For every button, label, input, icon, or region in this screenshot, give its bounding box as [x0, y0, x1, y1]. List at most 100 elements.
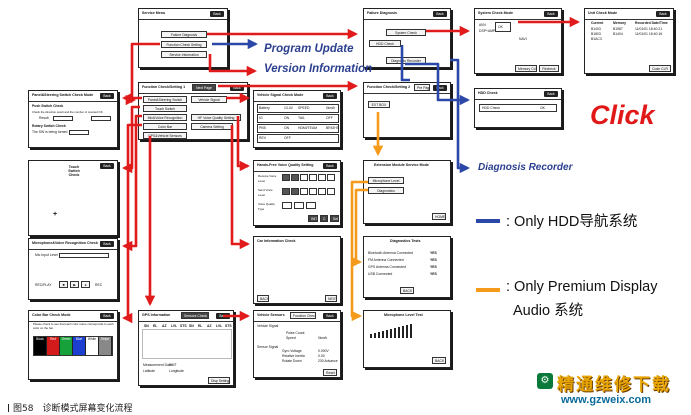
vehicle-signal-row	[257, 104, 339, 113]
camera-setting-button[interactable]: Camera Setting	[191, 123, 233, 130]
vs-pulse-count-label: Pulse Count	[286, 331, 305, 335]
panel-switch-back-button[interactable]: Back	[100, 93, 114, 99]
service-information-button[interactable]: Service Information	[161, 51, 207, 58]
color-swatch: Stripe	[99, 337, 112, 355]
mic-voice-recognition-button[interactable]: Mic&Voice Recognition	[143, 114, 187, 121]
car-info-title: Car Information Check	[257, 239, 296, 243]
legend-blue-line	[476, 219, 500, 223]
car-info-next-button[interactable]: NEXT	[325, 295, 337, 302]
unit-row-1-current: B1403	[591, 27, 601, 31]
unit-row-2-memory: B1404	[613, 32, 623, 36]
watermark-text: 精通维修下载	[557, 375, 671, 395]
handsfree-back-button[interactable]: Back	[323, 163, 337, 169]
hdd-check-back-button[interactable]: Back	[544, 91, 558, 97]
hdd-check-button[interactable]: HDD Check	[369, 40, 401, 47]
failure-diagnosis-button[interactable]: Failure Diagnosis	[161, 31, 207, 38]
divider	[29, 321, 117, 322]
unit-header-current: Current	[591, 21, 604, 25]
record-button[interactable]: ●	[81, 281, 90, 288]
unit-check-back-button[interactable]: Back	[656, 11, 670, 17]
touch-switch-button[interactable]: Touch Switch	[143, 105, 187, 112]
code-clear-button[interactable]: Code CLR	[649, 65, 671, 72]
c-button[interactable]: C	[320, 215, 328, 222]
color-bar-back-button[interactable]: Back	[100, 313, 114, 319]
unit-header-recorded: Recorded Date/Time	[635, 21, 668, 25]
level-cell	[291, 188, 299, 195]
color-swatch: Red	[47, 337, 60, 355]
mic-level-back-button[interactable]: BACK	[432, 357, 446, 364]
sensors-check-tab[interactable]: Sensors Check	[181, 312, 209, 319]
diag-test-value: YES	[430, 265, 437, 269]
vs-sensor-signal-label: Sensor Signal	[257, 345, 279, 349]
divider	[364, 93, 450, 94]
unit-check-title: Unit Check Mode	[588, 11, 618, 15]
mic-level-meter	[368, 327, 414, 337]
level-cell	[318, 174, 326, 181]
handsfree-voice-screen: Hands-Free Voice Quality Setting Back Re…	[253, 160, 341, 226]
divider	[29, 101, 117, 102]
system-avn-label[interactable]: AVN	[479, 23, 486, 27]
touch-switch-back-button[interactable]: Back	[100, 163, 114, 169]
play-button[interactable]: ▶	[70, 281, 79, 288]
microphone-back-button[interactable]: Back	[100, 241, 114, 247]
touch-switch-title: Touch Switch Check	[68, 165, 80, 177]
vehicle-signal-back-button[interactable]: Back	[323, 93, 337, 99]
function-check-page1-screen: Function Check/Setting 1 Next Page Back …	[138, 82, 248, 140]
vehicle-signal-cell: PKB	[259, 126, 266, 130]
hf-voice-quality-button[interactable]: HF Voice Quality Setting	[191, 114, 241, 121]
reset-button[interactable]: Reset	[323, 369, 337, 376]
diagnosis-recorder-button[interactable]: Diagnosis Recorder	[386, 57, 426, 64]
stop-button[interactable]: ■	[59, 281, 68, 288]
color-swatch: Green	[60, 337, 73, 355]
touch-switch-check-screen[interactable]: Touch Switch Check Back +	[28, 160, 118, 236]
vehicle-signal-button[interactable]: Vehicle Signal	[191, 96, 227, 103]
gps-gmt: GMT	[169, 363, 177, 367]
next-page-button[interactable]: Next Page	[192, 84, 216, 91]
ext-box-button[interactable]: EXT BOX	[368, 101, 390, 108]
gps-header-cell: AZ	[207, 324, 212, 328]
unit-row-1-memory: B1987	[613, 27, 623, 31]
system-check-back-button[interactable]: Back	[544, 11, 558, 17]
watermark: ⚙ 精通维修下载 www.gzweix.com	[537, 369, 687, 411]
diagnostics-tests-title: Diagnostics Tests	[390, 239, 421, 243]
diagnostics-back-button[interactable]: BACK	[400, 287, 414, 294]
touch-crosshair[interactable]: +	[53, 211, 58, 218]
function-check-1-back-button[interactable]: Back	[230, 85, 244, 91]
level-cell	[309, 174, 317, 181]
diag-test-label: Bluetooth Antenna Connected	[368, 251, 414, 255]
car-info-back-button[interactable]: BACK	[257, 295, 269, 302]
pre-page-button[interactable]: Pre Page	[414, 84, 430, 91]
vehicle-signal-cell: 0km/h	[326, 106, 336, 110]
mic-level-test-screen: Microphone Level Test BACK	[363, 310, 451, 368]
program-update-label: Program Update	[264, 43, 354, 55]
system-dsp-amp-label[interactable]: DSP+AMP	[479, 29, 496, 33]
memory-clear-button[interactable]: Memory CLR	[515, 65, 537, 72]
gps-measurement-date: Measurement Date	[143, 363, 172, 367]
extension-title: Extension Module Service Mode	[374, 163, 429, 167]
gps-header-cell: SN	[189, 324, 194, 328]
color-bar-button[interactable]: Color Bar	[143, 123, 187, 130]
microphone-level-button[interactable]: Microphone Level	[368, 177, 404, 184]
init-button[interactable]: INIT	[308, 215, 318, 222]
panel-steering-switch-button[interactable]: Panel&Steering Switch	[143, 96, 187, 103]
vehicle-signal-cell: HDMI/TEAM	[298, 126, 318, 130]
diagnostics-button[interactable]: Diagnostics	[368, 187, 404, 194]
system-check-button[interactable]: System Check	[386, 29, 426, 36]
system-navi-label[interactable]: NAVI	[519, 37, 527, 41]
system-ok-value: OK	[498, 25, 503, 29]
service-menu-back-button[interactable]: Back	[210, 11, 224, 17]
gps-info-back-button[interactable]: Back	[216, 313, 230, 319]
function-check-2-back-button[interactable]: Back	[433, 85, 447, 91]
gps-header-cell: AZ	[162, 324, 167, 328]
failure-diagnosis-back-button[interactable]: Back	[433, 11, 447, 17]
set-button[interactable]: Set	[330, 215, 339, 222]
extension-home-button[interactable]: HOME	[432, 213, 446, 220]
gps-vehicle-sensors-button[interactable]: GPS&Vehicle Sensors	[143, 132, 187, 139]
recheck-button[interactable]: Recheck	[539, 65, 559, 72]
function-check-tab[interactable]: Function Check	[290, 312, 316, 319]
function-check-setting-button[interactable]: Function Check Setting	[161, 41, 207, 48]
disp-setting-button[interactable]: Disp Setting	[208, 377, 230, 384]
vehicle-signal-cell: OFF	[284, 136, 291, 140]
vehicle-sensors-back-button[interactable]: Back	[323, 313, 337, 319]
quality-cell	[282, 202, 292, 209]
